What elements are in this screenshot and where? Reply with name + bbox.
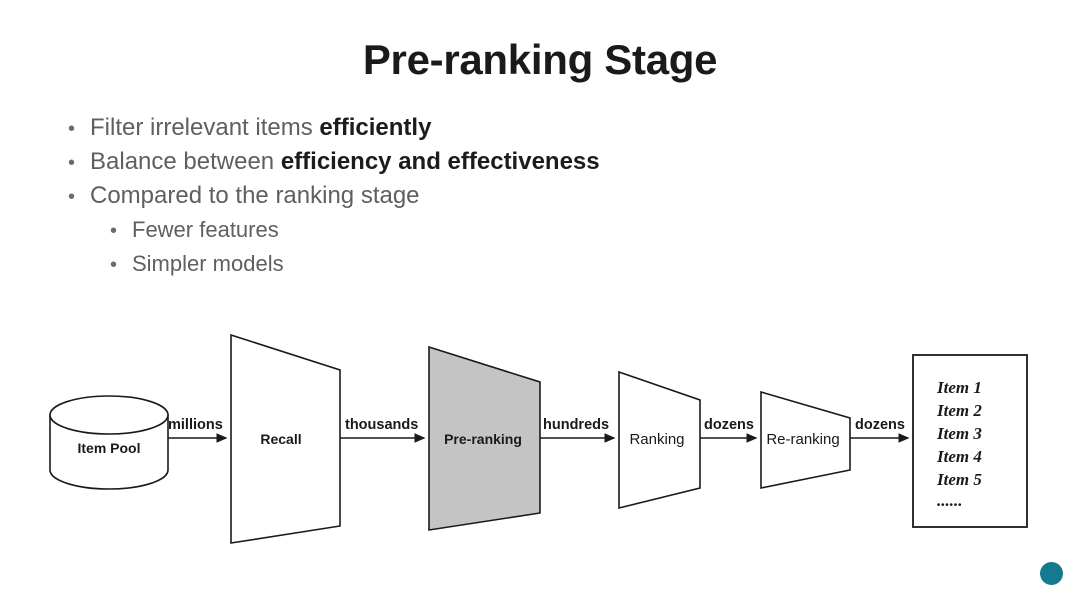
edge-hundreds: hundreds <box>540 417 616 443</box>
item-list-entry-ellipsis: ...... <box>937 491 963 510</box>
item-list-box <box>912 354 1028 528</box>
bullet-item-3: • Compared to the ranking stage <box>68 180 868 213</box>
bullet-item-5: • Simpler models <box>68 248 868 281</box>
bullet-marker-icon: • <box>110 220 118 242</box>
stage-ranking: Ranking <box>618 370 701 510</box>
edge-label-thousands: thousands <box>345 417 418 433</box>
pipeline-diagram: Item Pool millions Recall thousands Pre-… <box>0 310 1080 570</box>
funnel-shape <box>618 370 701 510</box>
stage-re-ranking: Re-ranking <box>760 390 851 489</box>
item-list-entry: Item 5 <box>936 470 982 489</box>
funnel-shape <box>230 333 341 544</box>
edge-label-dozens-1: dozens <box>704 417 754 433</box>
bullet-text-1: Filter irrelevant items efficiently <box>90 112 431 144</box>
bullet-text-2-plain: Balance between <box>90 148 281 175</box>
stage-pre-ranking: Pre-ranking <box>428 345 541 531</box>
cylinder-top <box>49 395 169 435</box>
page-number-badge <box>1040 562 1063 585</box>
stage-label-recall: Recall <box>260 431 301 447</box>
edge-label-millions: millions <box>168 417 223 433</box>
stage-label-item-pool: Item Pool <box>77 440 140 456</box>
bullet-text-3-plain: Compared to the ranking stage <box>90 182 420 209</box>
bullet-text-4-plain: Fewer features <box>132 217 279 242</box>
item-list-entry: Item 4 <box>936 447 982 466</box>
item-list-entry: Item 1 <box>936 378 982 397</box>
bullet-item-2: • Balance between efficiency and effecti… <box>68 146 868 179</box>
bullet-item-1: • Filter irrelevant items efficiently <box>68 112 868 145</box>
bullet-marker-icon: • <box>68 186 76 208</box>
cylinder-body <box>49 414 169 490</box>
bullet-text-1-plain: Filter irrelevant items <box>90 114 320 141</box>
stage-item-list: Item 1 Item 2 Item 3 Item 4 Item 5 .....… <box>912 354 1028 528</box>
stage-label-re-ranking: Re-ranking <box>766 431 839 448</box>
bullet-marker-icon: • <box>110 254 118 276</box>
stage-recall: Recall <box>230 333 341 544</box>
bullet-text-5: Simpler models <box>132 248 284 280</box>
funnel-shape <box>760 390 851 489</box>
edge-label-hundreds: hundreds <box>543 417 609 433</box>
item-list-entry: Item 2 <box>936 401 982 420</box>
stage-label-ranking: Ranking <box>629 431 684 448</box>
edge-label-dozens-2: dozens <box>855 417 905 433</box>
edge-millions: millions <box>168 417 228 443</box>
edge-dozens-1: dozens <box>700 417 758 443</box>
bullet-marker-icon: • <box>68 152 76 174</box>
bullet-item-4: • Fewer features <box>68 214 868 247</box>
bullet-marker-icon: • <box>68 118 76 140</box>
edge-dozens-2: dozens <box>850 417 910 443</box>
bullet-text-4: Fewer features <box>132 214 279 246</box>
item-list-entry: Item 3 <box>936 424 982 443</box>
bullet-text-3: Compared to the ranking stage <box>90 180 420 212</box>
stage-label-pre-ranking: Pre-ranking <box>444 431 522 447</box>
funnel-shape-highlighted <box>428 345 541 531</box>
stage-item-pool: Item Pool <box>49 395 169 490</box>
bullet-list: • Filter irrelevant items efficiently • … <box>68 112 868 282</box>
bullet-text-2: Balance between efficiency and effective… <box>90 146 600 178</box>
bullet-text-1-bold: efficiently <box>319 114 432 141</box>
bullet-text-2-bold: efficiency and effectiveness <box>280 148 600 175</box>
edge-thousands: thousands <box>340 417 426 443</box>
bullet-text-5-plain: Simpler models <box>132 251 284 276</box>
page-title: Pre-ranking Stage <box>362 36 718 83</box>
